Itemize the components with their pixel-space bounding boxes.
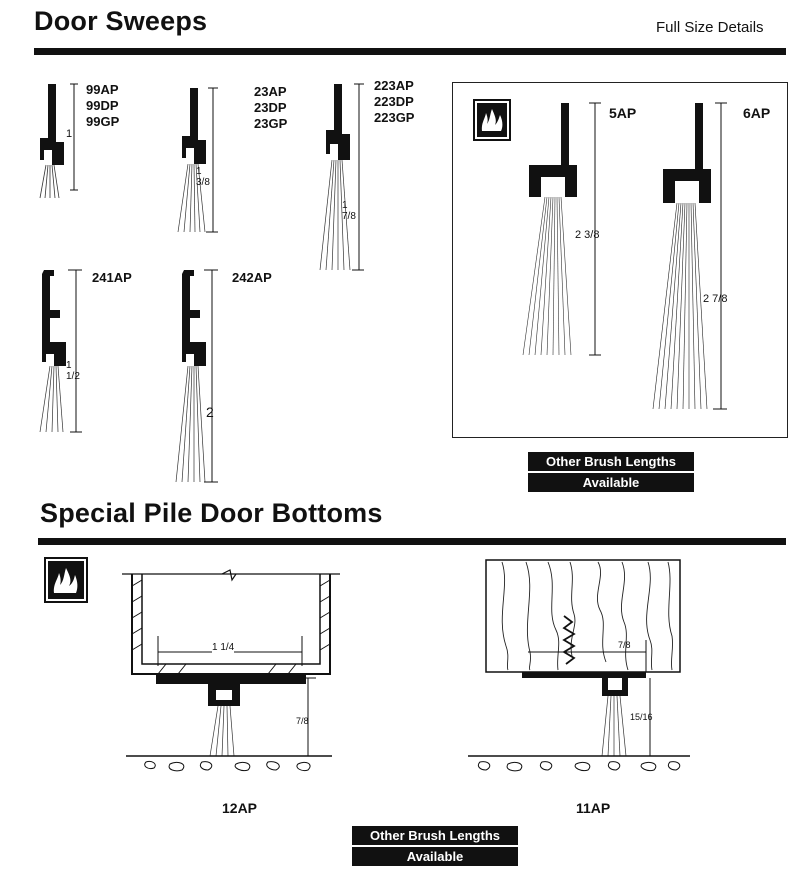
sweep-242-model: 242AP <box>232 270 272 285</box>
pile-12ap-drawing <box>122 569 340 772</box>
sweep-99-models: 99AP 99DP 99GP <box>86 82 120 129</box>
sweep-241-profile <box>39 269 82 433</box>
sweep-23-profile <box>177 87 218 233</box>
fire-6ap-dim: 2 7/8 <box>703 293 728 305</box>
fire-5ap-profile <box>522 102 601 356</box>
section-title-pile-bottoms: Special Pile Door Bottoms <box>40 498 383 528</box>
brush-lengths-note-2: Other Brush Lengths Available <box>352 826 518 866</box>
sweep-241-dim: 1 1/2 <box>66 360 80 382</box>
sweep-223-profile <box>319 83 364 271</box>
pile-12ap-width-dim: 1 1/4 <box>212 642 235 653</box>
sweep-241-model: 241AP <box>92 270 132 285</box>
page-subtitle: Full Size Details <box>656 19 764 36</box>
pile-12ap-height-dim: 7/8 <box>296 716 309 726</box>
sweep-99-dim: 1 <box>66 128 73 140</box>
sweep-99-profile <box>39 83 78 199</box>
title-rule <box>34 48 786 55</box>
pile-11ap-width-dim: 7/8 <box>618 640 631 650</box>
pile-11ap-model: 11AP <box>576 800 611 816</box>
pile-11ap-height-dim: 15/16 <box>630 712 653 722</box>
sweep-223-dim: 1 7/8 <box>342 200 356 222</box>
sweep-242-profile <box>175 269 218 483</box>
fire-rated-panel: 2 3/8 5AP 2 7/8 6AP <box>452 82 788 438</box>
section-rule <box>38 538 786 545</box>
sweep-23-models: 23AP 23DP 23GP <box>254 84 288 131</box>
fire-6ap-profile <box>652 102 727 410</box>
sweep-223-models: 223AP 223DP 223GP <box>374 78 415 125</box>
pile-11ap-drawing <box>468 559 690 772</box>
page-title: Door Sweeps <box>34 6 208 36</box>
sweep-242-dim: 2 <box>206 404 214 420</box>
pile-12ap-model: 12AP <box>222 800 258 816</box>
sweep-23-dim: 1 3/8 <box>196 166 210 188</box>
fire-5ap-dim: 2 3/8 <box>575 229 600 241</box>
brush-lengths-note-1: Other Brush Lengths Available <box>528 452 694 492</box>
fire-6ap-model: 6AP <box>743 105 771 121</box>
fire-5ap-model: 5AP <box>609 105 637 121</box>
